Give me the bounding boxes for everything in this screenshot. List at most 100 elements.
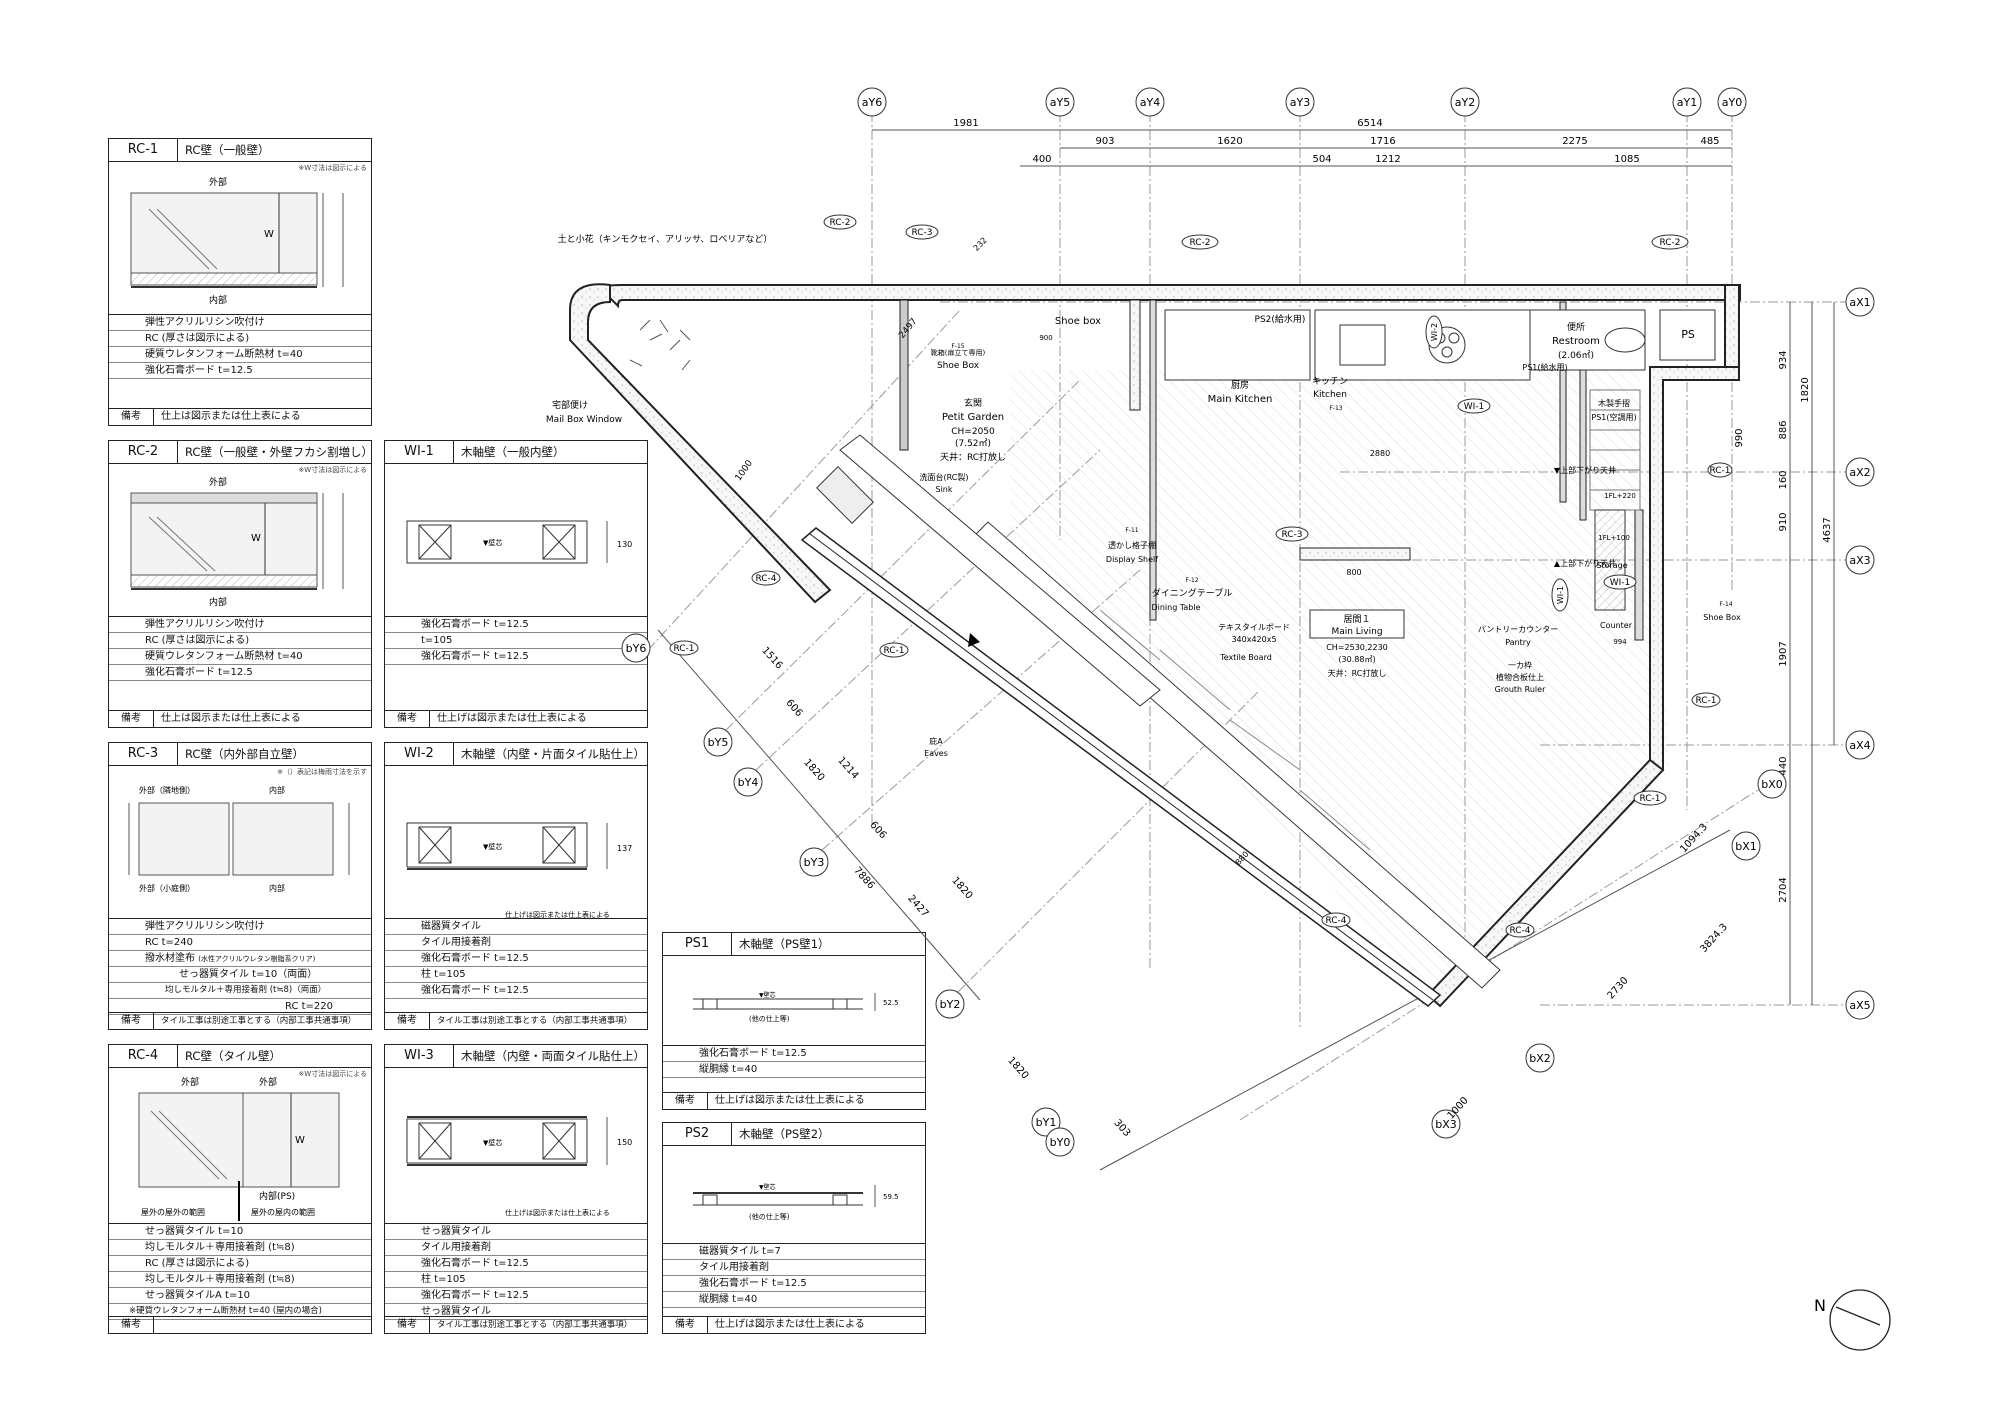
grid-label: aY3 (1290, 96, 1310, 109)
ps-label: PS (1681, 328, 1695, 341)
growth-en: Grouth Ruler (1495, 685, 1546, 694)
spec-row: 縦胴縁 t=40 (663, 1062, 925, 1078)
panel-id: RC-3 (109, 743, 178, 765)
spec-row: 柱 t=105 (385, 1272, 647, 1288)
wall-tag: RC-3 (1281, 530, 1302, 540)
dim: 1516 (759, 645, 784, 671)
dim: 1716 (1370, 136, 1395, 147)
kitchen2-jp: キッチン (1312, 376, 1348, 387)
spec-row: 強化石膏ボード t=12.5 (385, 951, 647, 967)
grid-label: bX1 (1735, 840, 1757, 853)
dim: 1820 (801, 757, 826, 783)
wall-tags: RC-2 RC-3 RC-2 RC-2 RC-3 RC-4 RC-4 RC-1 … (669, 214, 1733, 938)
wall-tag: RC-4 (1325, 916, 1346, 926)
panel-header: RC-4 RC壁（タイル壁） (109, 1045, 371, 1068)
grid-label: aX3 (1849, 554, 1870, 567)
ps1b-label: PS1(空調用) (1591, 412, 1636, 422)
panel-header: RC-3 RC壁（内外部自立壁） (109, 743, 371, 766)
panel-footer: 備考 仕上は図示または仕上表による (109, 710, 371, 727)
panel-title: 木軸壁（内壁・両面タイル貼仕上） (461, 1049, 645, 1063)
panel-footer: 備考 タイル工事は別途工事とする（内部工事共通事項） (385, 1316, 647, 1333)
panel-footer: 備考 仕上げは図示または仕上表による (663, 1092, 925, 1109)
spec-row: 硬質ウレタンフォーム断熱材 t=40 (109, 649, 371, 665)
dim: 910 (1778, 512, 1789, 531)
spec-row: せっ器質タイル t=10 (109, 1224, 371, 1240)
spec-list: 強化石膏ボード t=12.5 t=105 強化石膏ボード t=12.5 (385, 616, 647, 665)
panel-header: WI-1 木軸壁（一般内壁） (385, 441, 647, 464)
dim: 1214 (835, 755, 860, 781)
dim-800: 800 (1346, 568, 1361, 577)
dim-thickness: 150 (617, 1138, 632, 1147)
dimensions-right: 934 886 160 910 1907 440 2704 1820 4637 … (1734, 302, 1835, 1005)
panel-id: WI-2 (385, 743, 454, 765)
dim: 6514 (1357, 118, 1382, 129)
panel-rc4: RC-4 RC壁（タイル壁） ※W寸法は図示による 外部 外部 W 内部(PS)… (108, 1044, 372, 1334)
dim-w: W (264, 229, 274, 240)
spec-list: せっ器質タイル t=10 均しモルタル＋専用接着剤 (t≒8) RC (厚さは図… (109, 1223, 371, 1320)
spec-list: 弾性アクリルリシン吹付け RC (厚さは図示による) 硬質ウレタンフォーム断熱材… (109, 616, 371, 681)
panel-footer: 備考 (109, 1316, 371, 1333)
dim-thickness: 137 (617, 844, 632, 853)
panel-title: RC壁（内外部自立壁） (185, 747, 304, 761)
dim: 2730 (1606, 975, 1631, 1001)
spec-row: タイル用接着剤 (385, 1240, 647, 1256)
fl220: 1FL+220 (1604, 492, 1636, 500)
note-plants: 土と小花（キンモクセイ、アリッサ、ロベリアなど） (558, 233, 773, 245)
spec-row: せっ器質タイル (385, 1304, 647, 1320)
spec-row: RC (厚さは図示による) (109, 1256, 371, 1272)
spec-row: 均しモルタル＋専用接着剤 (t≒8) (109, 1240, 371, 1256)
label-ext-garden: 外部（小庭側） (139, 883, 195, 893)
grid-label: aX2 (1849, 466, 1870, 479)
dim-thickness: 52.5 (883, 999, 899, 1007)
shoebox-top: Shoe box (1055, 316, 1101, 327)
textile-size: 340x420x5 (1231, 635, 1276, 644)
side-note: 仕上げは図示または仕上表による (505, 910, 610, 919)
north-label: N (1814, 1296, 1826, 1315)
dim: 1094.3 (1678, 822, 1710, 855)
spec-row: せっ器質タイルA t=10 (109, 1288, 371, 1304)
grid-label: aY2 (1455, 96, 1475, 109)
entrance-ceil: 天井：RC打放し (940, 451, 1006, 463)
footer-label: 備考 (385, 1317, 430, 1333)
wall-section-drawing: W 外部 内部 (130, 476, 344, 608)
dim: 485 (1700, 136, 1719, 147)
dim: 7886 (851, 865, 876, 891)
spec-row-text: 撥水材塗布 (145, 953, 195, 964)
spec-row: 弾性アクリルリシン吹付け (109, 315, 371, 331)
mailbox-en: Mail Box Window (546, 415, 622, 425)
wall-tag: RC-3 (911, 228, 932, 238)
spec-row: 均しモルタル＋専用接着剤 (t≒8) (109, 1272, 371, 1288)
grid-label: bY1 (1036, 1116, 1057, 1129)
core-label: ▼壁芯 (759, 1183, 776, 1191)
spec-list: 磁器質タイル タイル用接着剤 強化石膏ボード t=12.5 柱 t=105 強化… (385, 918, 647, 999)
north-arrow: N (1814, 1289, 1891, 1351)
panel-note: ※W寸法は図示による (298, 164, 367, 172)
garden-plants-icon (629, 319, 691, 371)
spec-list: 強化石膏ボード t=12.5 縦胴縁 t=40 (663, 1045, 925, 1078)
spec-row: 縦胴縁 t=40 (663, 1292, 925, 1308)
kitchen-jp: 厨房 (1231, 379, 1249, 391)
wall-tag: RC-1 (883, 646, 904, 656)
dim: 2275 (1562, 136, 1587, 147)
label-interior: 内部 (209, 294, 227, 306)
core-label: ▼壁芯 (483, 1138, 502, 1147)
panel-footer: 備考 仕上げは図示または仕上表による (385, 710, 647, 727)
fl100: 1FL+100 (1598, 534, 1630, 542)
grid-label: bY0 (1050, 1136, 1071, 1149)
entrance-area: (7.52㎡) (955, 438, 991, 449)
storage-label: Storage (1596, 561, 1627, 570)
void-label: ▼上部下がり天井 (1554, 465, 1616, 475)
dim: 990 (1734, 428, 1745, 447)
spec-row: 均しモルタル＋専用接着剤 (t≒8)（両面） (109, 983, 371, 999)
dim-900: 900 (1039, 334, 1052, 342)
footer-value: タイル工事は別途工事とする（内部工事共通事項） (161, 1016, 357, 1026)
panel-title: RC壁（一般壁・外壁フカシ割増し） (185, 445, 373, 459)
dim: 1820 (1800, 377, 1811, 402)
panel-header: RC-2 RC壁（一般壁・外壁フカシ割増し） (109, 441, 373, 464)
dim-w: W (251, 533, 261, 544)
spec-row: 強化石膏ボード t=12.5 (663, 1276, 925, 1292)
sink-jp: 洗面台(RC製) (920, 472, 969, 482)
room-labels: 土と小花（キンモクセイ、アリッサ、ロベリアなど） 宅部便け Mail Box W… (546, 233, 1741, 867)
dim: 1820 (1005, 1055, 1030, 1081)
core-label: ▼壁芯 (483, 538, 502, 547)
